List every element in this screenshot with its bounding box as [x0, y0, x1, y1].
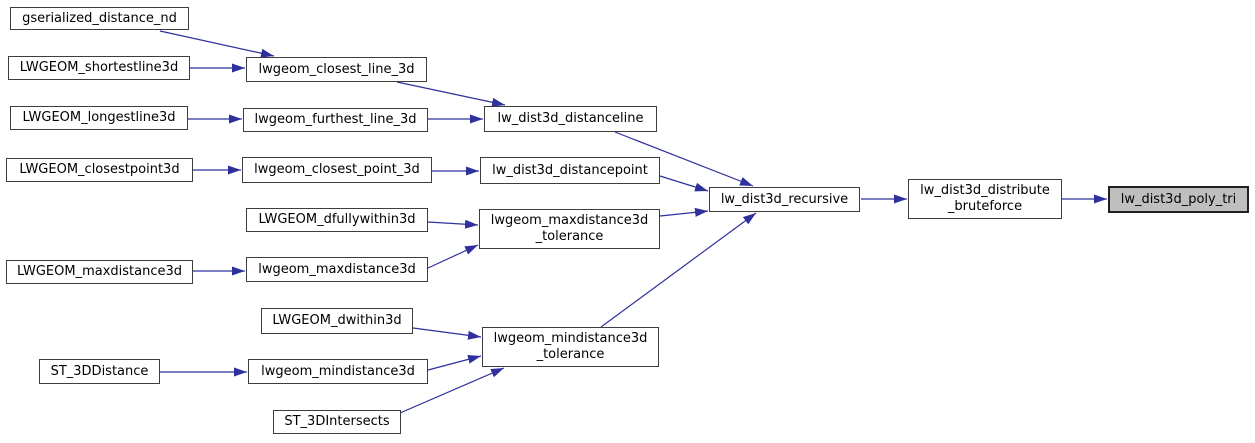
node-label: LWGEOM_closestpoint3d — [19, 162, 180, 177]
graph-node-ST-3DDistance[interactable]: ST_3DDistance — [39, 359, 160, 384]
node-label: ST_3DIntersects — [284, 414, 390, 429]
call-edge-LWGEOM-dwithin3d-to-lwgeom-mindistance3d-tolerance — [412, 327, 482, 340]
node-label: lw_dist3d_distancepoint — [492, 162, 648, 178]
node-label: lwgeom_closest_point_3d — [254, 162, 420, 177]
graph-node-lw-dist3d-distanceline[interactable]: lw_dist3d_distanceline — [484, 106, 657, 132]
call-edge-lwgeom-mindistance3d-tolerance-to-lw-dist3d-recursive — [600, 212, 757, 328]
graph-node-lwgeom-mindistance3d[interactable]: lwgeom_mindistance3d — [248, 359, 428, 384]
call-edge-ST-3DIntersects-to-lwgeom-mindistance3d-tolerance — [399, 367, 505, 414]
node-label: lwgeom_furthest_line_3d — [254, 112, 417, 127]
node-label: lwgeom_maxdistance3d _tolerance — [490, 213, 649, 244]
node-label: lwgeom_closest_line_3d — [258, 61, 415, 77]
graph-node-ST-3DIntersects[interactable]: ST_3DIntersects — [273, 410, 401, 434]
graph-node-lwgeom-furthest-line-3d[interactable]: lwgeom_furthest_line_3d — [243, 108, 428, 132]
graph-node-LWGEOM-maxdistance3d[interactable]: LWGEOM_maxdistance3d — [6, 260, 193, 284]
call-edge-lwgeom-mindistance3d-to-lwgeom-mindistance3d-tolerance — [427, 354, 482, 371]
node-label: ST_3DDistance — [50, 363, 149, 379]
node-label: lwgeom_mindistance3d _tolerance — [493, 331, 648, 362]
node-label: lwgeom_maxdistance3d — [258, 261, 416, 277]
graph-node-gserialized-distance-nd[interactable]: gserialized_distance_nd — [10, 7, 189, 30]
node-label: LWGEOM_dfullywithin3d — [258, 212, 416, 227]
node-label: lwgeom_mindistance3d — [261, 363, 415, 379]
node-label: lw_dist3d_recursive — [720, 191, 849, 207]
graph-node-lw-dist3d-recursive[interactable]: lw_dist3d_recursive — [709, 187, 860, 212]
node-label: lw_dist3d_distribute _bruteforce — [920, 183, 1050, 214]
call-edge-gserialized-distance-nd-to-lwgeom-closest-line-3d — [159, 30, 275, 58]
call-edge-lwgeom-maxdistance3d-tolerance-to-lw-dist3d-recursive — [659, 207, 709, 217]
graph-node-LWGEOM-longestline3d[interactable]: LWGEOM_longestline3d — [10, 106, 188, 130]
node-label: gserialized_distance_nd — [22, 10, 177, 26]
graph-node-lwgeom-mindistance3d-tolerance[interactable]: lwgeom_mindistance3d _tolerance — [482, 327, 659, 367]
graph-node-lwgeom-closest-line-3d[interactable]: lwgeom_closest_line_3d — [246, 57, 427, 82]
call-edge-lw-dist3d-distanceline-to-lw-dist3d-recursive — [614, 131, 754, 187]
graph-node-lw-dist3d-distribute-bruteforce[interactable]: lw_dist3d_distribute _bruteforce — [908, 179, 1062, 219]
node-label: LWGEOM_dwithin3d — [272, 313, 402, 328]
call-edge-lwgeom-maxdistance3d-to-lwgeom-maxdistance3d-tolerance — [427, 244, 479, 269]
node-label: LWGEOM_shortestline3d — [19, 60, 179, 75]
graph-node-LWGEOM-dwithin3d[interactable]: LWGEOM_dwithin3d — [261, 308, 413, 334]
node-label: LWGEOM_longestline3d — [22, 110, 176, 125]
call-edge-lw-dist3d-distancepoint-to-lw-dist3d-recursive — [659, 175, 709, 192]
graph-node-lw-dist3d-distancepoint[interactable]: lw_dist3d_distancepoint — [480, 157, 660, 184]
graph-node-lwgeom-maxdistance3d[interactable]: lwgeom_maxdistance3d — [246, 257, 428, 282]
node-label: LWGEOM_maxdistance3d — [16, 264, 183, 279]
call-edge-lwgeom-closest-line-3d-to-lw-dist3d-distanceline — [396, 81, 506, 107]
graph-node-lwgeom-closest-point-3d[interactable]: lwgeom_closest_point_3d — [242, 157, 432, 183]
node-label: lw_dist3d_poly_tri — [1120, 191, 1237, 207]
graph-node-LWGEOM-dfullywithin3d[interactable]: LWGEOM_dfullywithin3d — [246, 208, 428, 232]
graph-node-lwgeom-maxdistance3d-tolerance[interactable]: lwgeom_maxdistance3d _tolerance — [479, 209, 660, 249]
graph-node-lw-dist3d-poly-tri: lw_dist3d_poly_tri — [1108, 186, 1249, 213]
graph-node-LWGEOM-closestpoint3d[interactable]: LWGEOM_closestpoint3d — [6, 158, 193, 182]
graph-node-LWGEOM-shortestline3d[interactable]: LWGEOM_shortestline3d — [8, 56, 190, 80]
call-edge-LWGEOM-dfullywithin3d-to-lwgeom-maxdistance3d-tolerance — [427, 219, 479, 229]
node-label: lw_dist3d_distanceline — [497, 111, 644, 126]
